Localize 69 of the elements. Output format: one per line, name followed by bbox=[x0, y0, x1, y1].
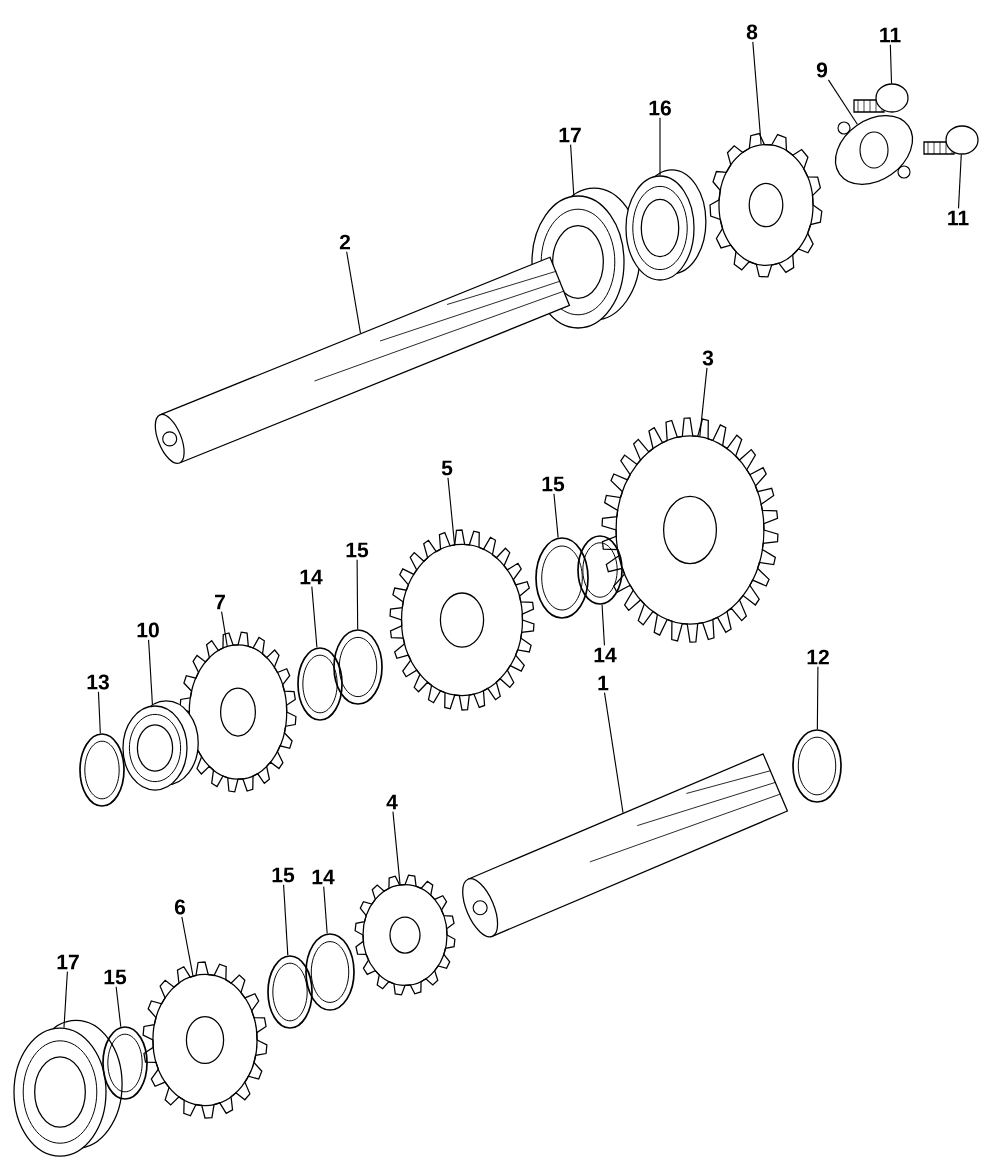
callout-number: 10 bbox=[137, 622, 159, 638]
washer-drawing bbox=[792, 729, 842, 803]
leader-line bbox=[97, 691, 101, 734]
callout-number: 14 bbox=[312, 869, 335, 885]
callout-number: 6 bbox=[174, 899, 186, 915]
shaft-drawing bbox=[462, 753, 789, 938]
washer-drawing bbox=[79, 733, 125, 807]
callout-number: 2 bbox=[339, 234, 350, 250]
callout-number: 3 bbox=[702, 350, 714, 366]
callout-number: 5 bbox=[441, 460, 453, 476]
bearing-drawing bbox=[122, 700, 199, 791]
leader-line bbox=[816, 666, 819, 730]
callout-number: 8 bbox=[746, 24, 758, 40]
leader-line bbox=[752, 41, 762, 145]
gear-drawing bbox=[709, 132, 823, 278]
leader-line bbox=[346, 251, 361, 334]
bolt-drawing bbox=[853, 83, 909, 113]
bolt-drawing bbox=[923, 125, 979, 155]
callout-number: 17 bbox=[57, 954, 79, 970]
leader-line bbox=[115, 986, 122, 1028]
washer-drawing bbox=[577, 535, 623, 605]
callout-number: 12 bbox=[807, 649, 829, 665]
callout-number: 4 bbox=[386, 794, 398, 810]
gear-drawing bbox=[389, 529, 535, 711]
leader-line bbox=[283, 884, 289, 956]
washer-drawing bbox=[305, 933, 355, 1011]
leader-line bbox=[553, 493, 559, 539]
callout-number: 1 bbox=[598, 675, 609, 691]
callout-number: 9 bbox=[816, 62, 828, 78]
leader-line bbox=[699, 367, 708, 437]
leader-line bbox=[603, 692, 624, 814]
leader-line bbox=[181, 916, 194, 977]
callout-number: 17 bbox=[559, 127, 581, 143]
washer-drawing bbox=[102, 1026, 148, 1100]
callout-number: 11 bbox=[880, 27, 901, 43]
gear-drawing bbox=[142, 961, 268, 1119]
callout-number: 15 bbox=[104, 969, 127, 985]
gear-drawing bbox=[354, 874, 456, 996]
washer-drawing bbox=[267, 955, 313, 1029]
bearing-drawing bbox=[625, 169, 707, 281]
plate-drawing bbox=[834, 114, 914, 186]
washer-drawing bbox=[333, 629, 383, 705]
callout-number: 14 bbox=[594, 647, 617, 663]
leader-line bbox=[356, 559, 359, 630]
leader-line bbox=[827, 79, 858, 125]
leader-line bbox=[311, 586, 318, 649]
leader-line bbox=[447, 477, 456, 545]
callout-number: 14 bbox=[300, 569, 323, 585]
leader-line bbox=[323, 886, 328, 934]
leader-line bbox=[601, 604, 605, 646]
leader-line bbox=[889, 44, 893, 84]
callout-number: 15 bbox=[272, 867, 295, 883]
callout-number: 13 bbox=[87, 674, 109, 690]
leader-line bbox=[392, 811, 401, 885]
bearing-drawing bbox=[13, 1019, 123, 1157]
washer-drawing bbox=[535, 537, 589, 619]
callout-number: 15 bbox=[542, 476, 565, 492]
gear-drawing bbox=[601, 417, 779, 643]
leader-line bbox=[957, 154, 962, 209]
callout-number: 7 bbox=[215, 594, 225, 610]
leader-line bbox=[148, 639, 154, 707]
callout-number: 16 bbox=[649, 100, 671, 116]
callout-number: 15 bbox=[346, 542, 369, 558]
washer-drawing bbox=[297, 647, 343, 721]
leader-line bbox=[221, 611, 228, 647]
leader-line bbox=[659, 117, 661, 176]
leader-line bbox=[570, 144, 575, 197]
leader-line bbox=[63, 971, 68, 1029]
callout-number: 11 bbox=[948, 210, 969, 226]
